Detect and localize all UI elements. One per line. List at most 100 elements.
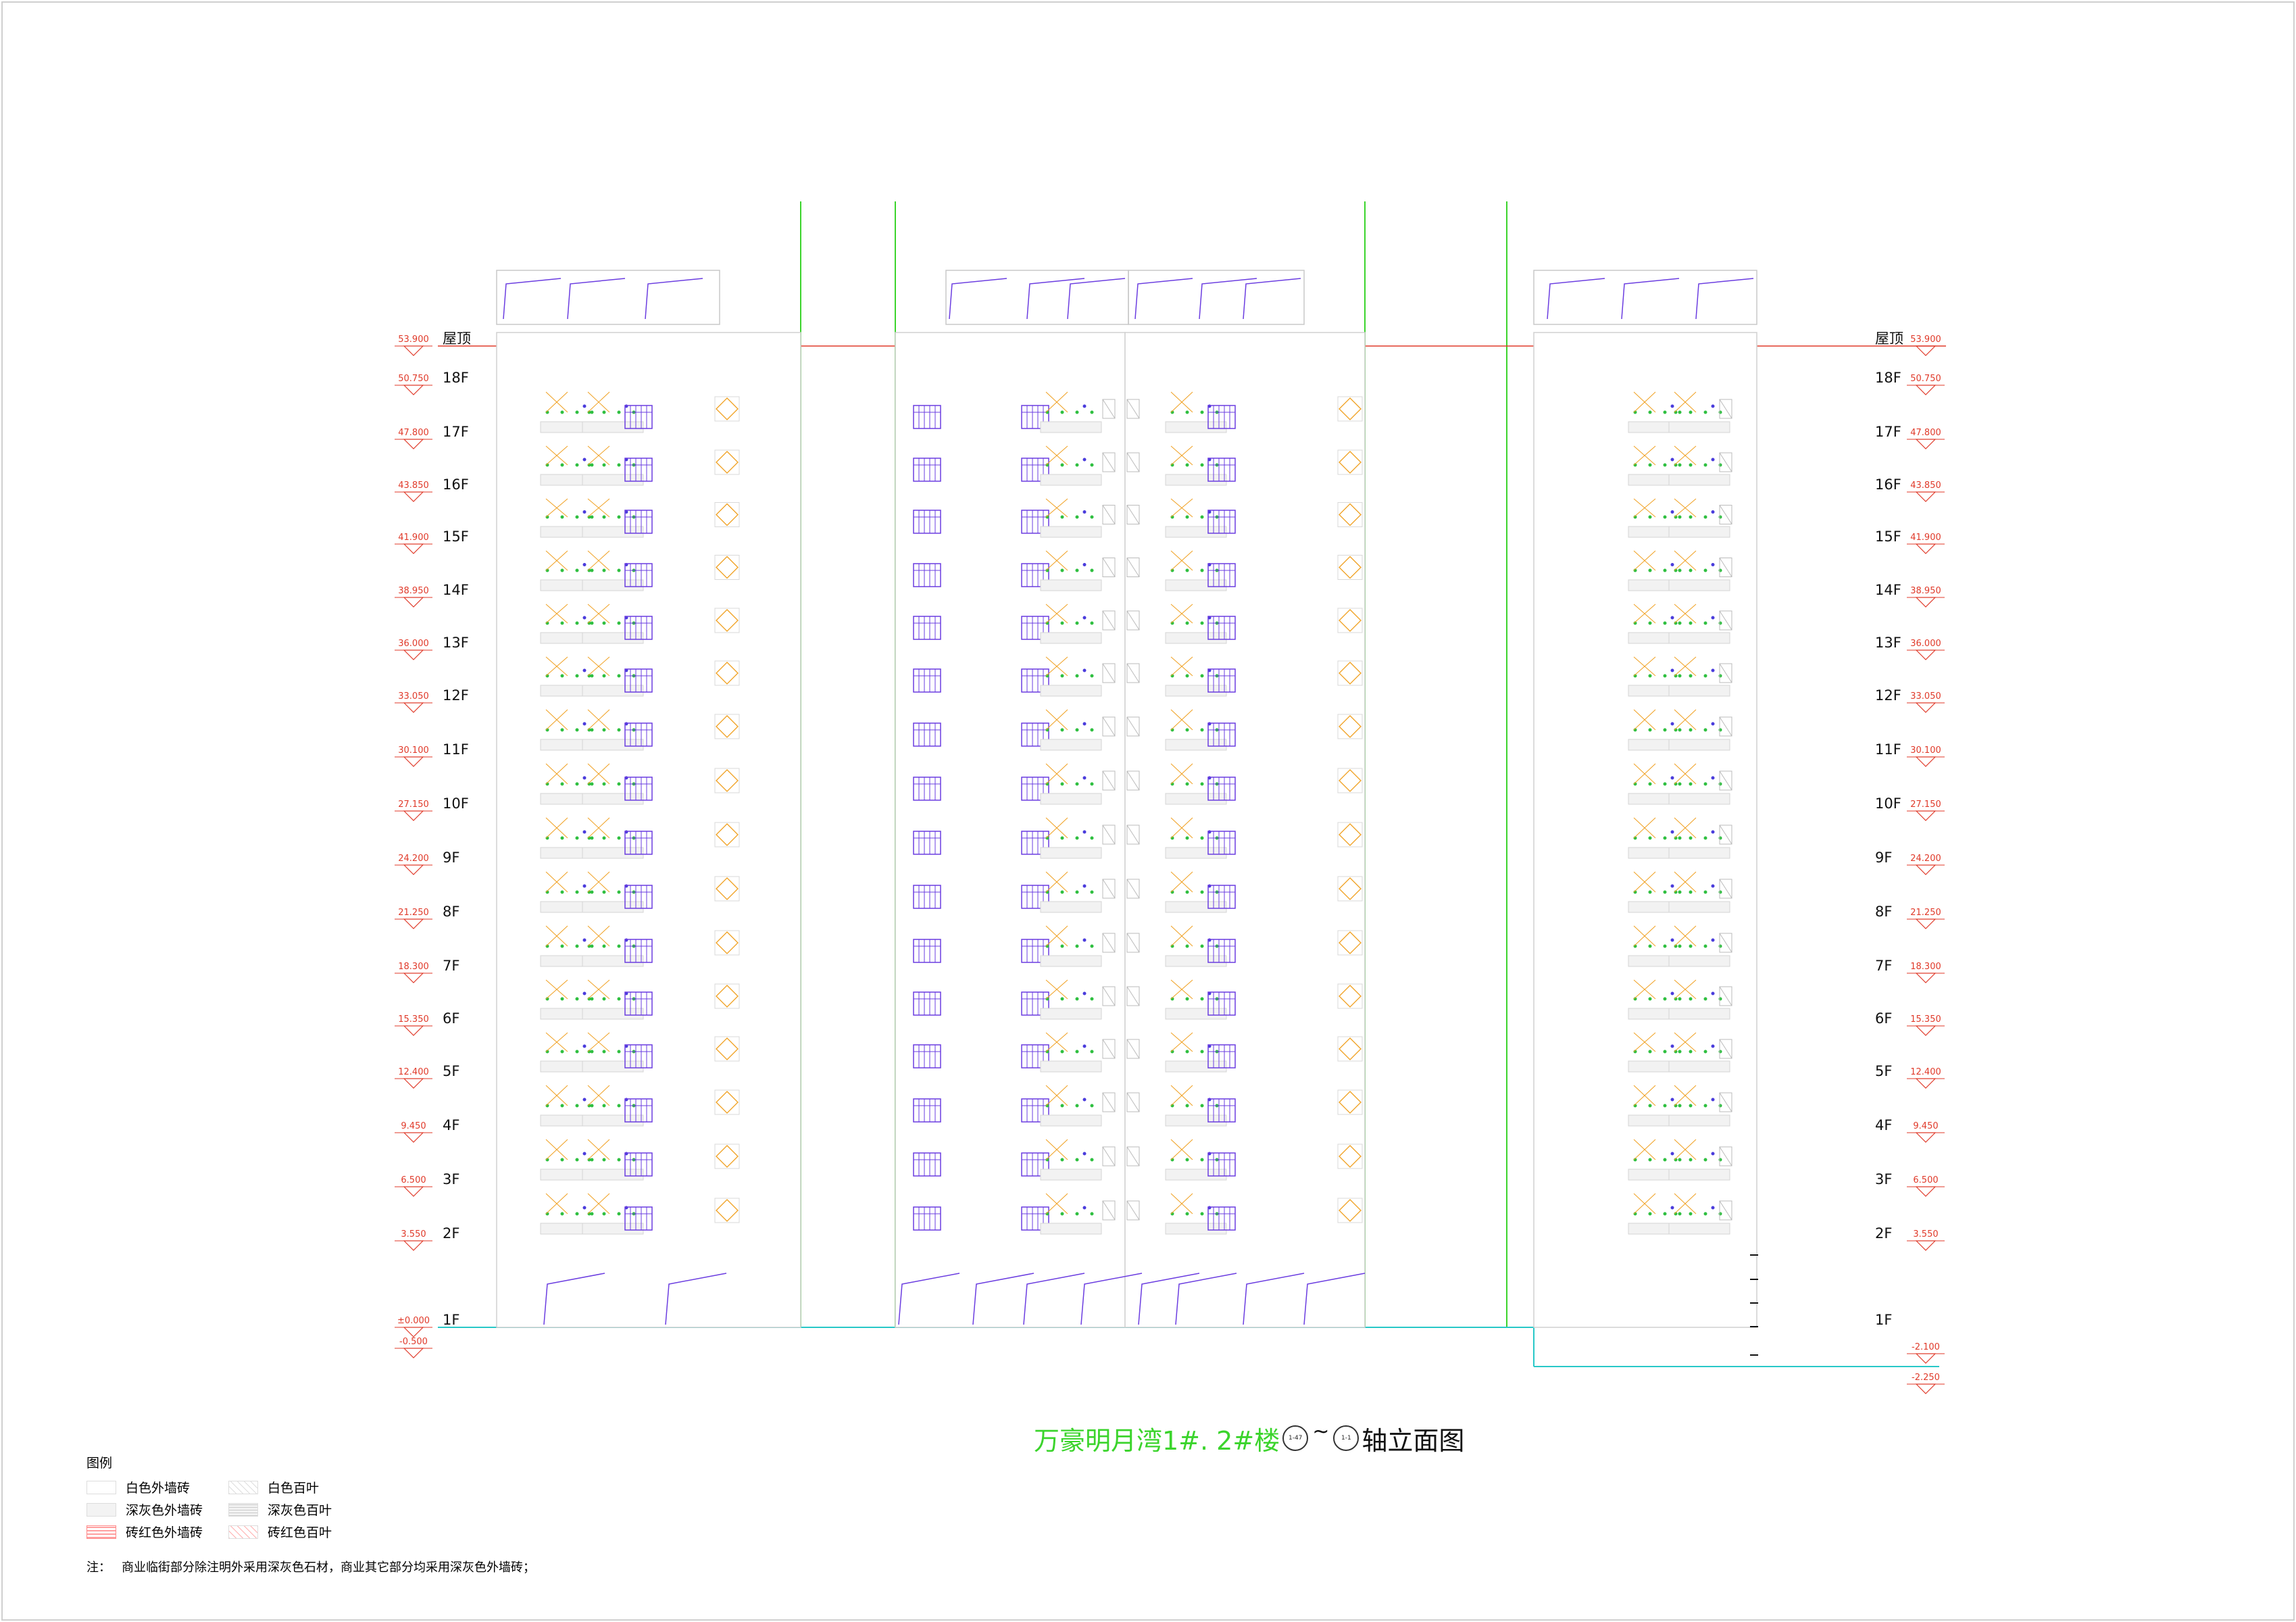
louver-diamond [716, 451, 739, 474]
balcony-slab [1165, 1223, 1227, 1235]
floor-bay [1719, 610, 1732, 631]
ac-unit [1719, 879, 1732, 899]
floor-bay [1719, 879, 1732, 899]
floor-bay [1021, 563, 1049, 587]
glass-dot [1703, 890, 1707, 894]
glass-dot [1670, 1098, 1674, 1102]
floor-bay [1126, 610, 1140, 631]
window-frame [1021, 939, 1049, 963]
ac-unit [1126, 399, 1140, 419]
louver-cross [1045, 817, 1068, 839]
louver-cross [1633, 445, 1656, 466]
glass-dot [1711, 1098, 1715, 1102]
louver-cross [587, 1193, 610, 1214]
floor-label-left: 1F [443, 1312, 459, 1328]
glass-dot [560, 410, 564, 414]
floor-bay [1668, 817, 1730, 859]
elevation-triangle [403, 1240, 424, 1251]
louver-box [1337, 608, 1363, 633]
floor-bay [624, 510, 653, 534]
louver-cross [1674, 1139, 1697, 1160]
ac-unit [1719, 1039, 1732, 1059]
glass-dot [1670, 938, 1674, 942]
floor-bay [624, 405, 653, 429]
glass-dot [1703, 1158, 1707, 1162]
glass-dot [1082, 510, 1087, 514]
elevation-triangle [403, 1132, 424, 1143]
floor-bay [1021, 885, 1049, 909]
floor-bay [714, 1089, 740, 1115]
glass-dot [1648, 463, 1652, 467]
floor-bay [714, 876, 740, 902]
glass-dot [1075, 463, 1079, 467]
floor-bay [1207, 885, 1236, 909]
louver-box [1337, 822, 1363, 847]
ac-diag [1719, 1039, 1732, 1059]
glass-dot [602, 728, 606, 732]
window-frame [913, 939, 941, 963]
glass-dot [1678, 836, 1682, 840]
glass-dot [1185, 410, 1189, 414]
ac-diag [1102, 505, 1116, 524]
window-frame [1207, 885, 1236, 909]
glass-dot [590, 836, 594, 840]
window-frame [913, 1044, 941, 1068]
ac-unit [1102, 610, 1116, 631]
ac-diag [1719, 505, 1732, 524]
floor-bay [624, 616, 653, 640]
floor-label-left: 9F [443, 850, 459, 866]
glass-dot [1082, 884, 1087, 888]
glass-dot [1703, 782, 1707, 786]
ac-unit [1102, 933, 1116, 953]
glass-dot [602, 997, 606, 1001]
glass-dot [1185, 728, 1189, 732]
floor-bay [1102, 1039, 1116, 1059]
elevation-label-left: 24.200 [398, 854, 429, 864]
window-frame [913, 616, 941, 640]
glass-dot [1060, 944, 1064, 948]
balcony-slab [582, 739, 644, 751]
floor-bay [1040, 871, 1102, 913]
floor-bay [624, 563, 653, 587]
louver-cross [545, 1032, 568, 1052]
glass-dot [602, 890, 606, 894]
elevation-label-left: 47.800 [398, 428, 429, 438]
floor-bay [1668, 391, 1730, 433]
floor-bay [1207, 458, 1236, 482]
glass-dot [602, 1050, 606, 1054]
floor-bay [1207, 991, 1236, 1016]
glass-dot [1718, 944, 1722, 948]
glass-dot [1060, 1104, 1064, 1108]
ac-diag [1126, 558, 1140, 577]
drawing-note: 注：商业临街部分除注明外采用深灰色石材，商业其它部分均采用深灰色外墙砖； [86, 1558, 546, 1575]
glass-dot [1663, 568, 1667, 572]
louver-cross [1045, 871, 1068, 893]
floor-bay [714, 1144, 740, 1169]
glass-dot [560, 621, 564, 625]
glass-dot [1060, 836, 1064, 840]
louver-cross [1170, 763, 1193, 785]
glass-dot [590, 515, 594, 519]
balcony-slab [1040, 1169, 1102, 1181]
glass-dot [582, 404, 587, 408]
elevation-triangle [1915, 1186, 1937, 1197]
glass-dot [602, 568, 606, 572]
floor-bay [624, 668, 653, 693]
elevation-label-left: 21.250 [398, 908, 429, 918]
glass-dot [1689, 890, 1693, 894]
floor-bay [1102, 1146, 1116, 1166]
floor-bay [1040, 391, 1102, 433]
balcony-slab [582, 1223, 644, 1235]
glass-dot [1689, 1104, 1693, 1108]
balcony-slab [1668, 579, 1730, 591]
floor-bay [1337, 1198, 1363, 1223]
glass-dot [575, 515, 579, 519]
louver-cross [1045, 925, 1068, 947]
balcony-slab [1040, 1114, 1102, 1127]
glass-dot [1678, 674, 1682, 678]
glass-dot [1090, 997, 1094, 1001]
elevation-label-right: 33.050 [1910, 691, 1941, 702]
floor-bay [1126, 986, 1140, 1006]
floor-bay [1719, 663, 1732, 683]
legend-item: 深灰色外墙砖 [86, 1500, 228, 1519]
